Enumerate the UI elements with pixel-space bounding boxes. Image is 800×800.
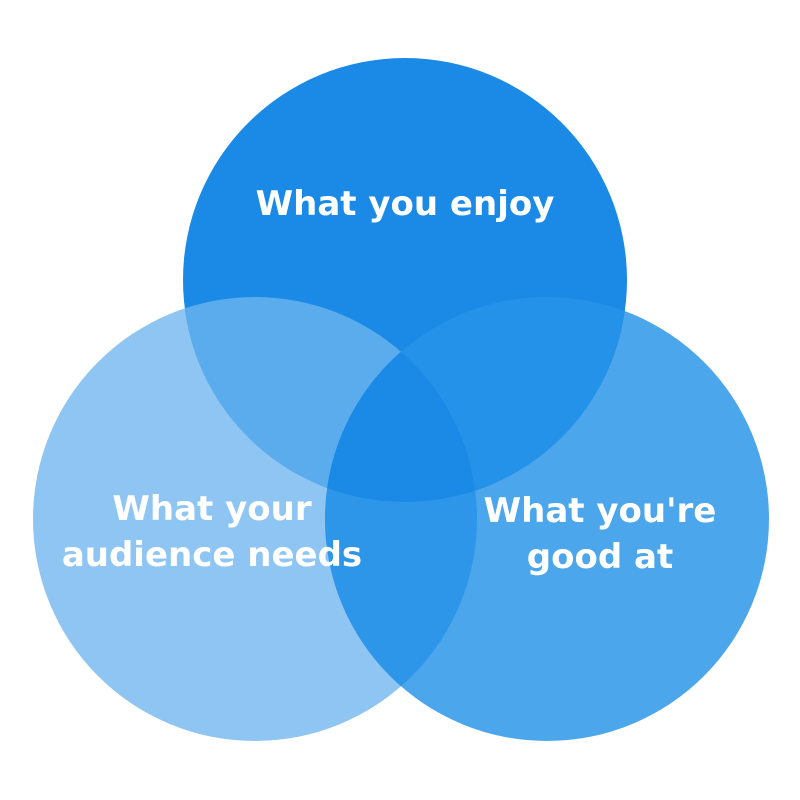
label-line: What you're bbox=[483, 491, 717, 531]
label-line: What your bbox=[112, 489, 312, 529]
label-line: What you enjoy bbox=[255, 184, 555, 224]
label-what-youre-good-at: What you're good at bbox=[420, 488, 780, 580]
overlap-enjoy-audience bbox=[183, 297, 477, 502]
label-what-your-audience-needs: What your audience needs bbox=[37, 486, 387, 578]
overlap-enjoy-goodat bbox=[325, 297, 627, 502]
label-line: good at bbox=[526, 537, 674, 577]
label-line: audience needs bbox=[61, 535, 363, 575]
label-what-you-enjoy: What you enjoy bbox=[205, 181, 605, 227]
